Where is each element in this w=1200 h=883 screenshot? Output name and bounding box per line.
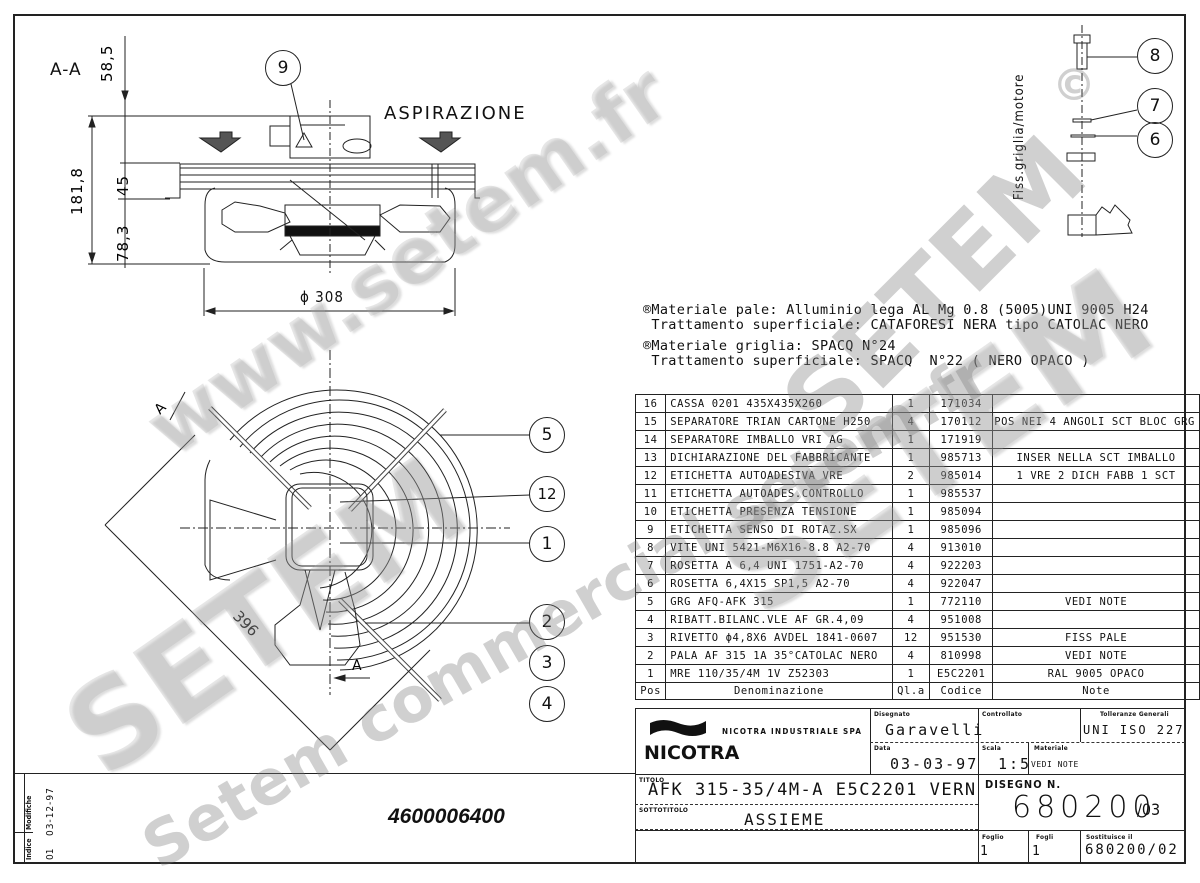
detail-label: Fiss.griglia/motore: [1012, 73, 1027, 200]
svg-text:396: 396: [229, 607, 262, 640]
material-value: VEDI NOTE: [1031, 760, 1079, 769]
balloon-2: 2: [529, 604, 565, 640]
drawing-revision: /03: [1137, 800, 1161, 819]
balloon-1: 1: [529, 526, 565, 562]
svg-text:A: A: [352, 658, 362, 674]
balloon-5: 5: [529, 417, 565, 453]
airflow-label: ASPIRAZIONE: [384, 103, 527, 124]
sheets-value: 1: [1032, 844, 1042, 859]
note-blade-material: ®Materiale pale: Alluminio lega AL Mg 0.…: [643, 302, 1149, 318]
drawn-by-value: Garavelli: [885, 721, 985, 739]
header-qta: Ql.a: [891, 682, 931, 700]
note-blade-treatment: Trattamento superficiale: CATAFORESI NER…: [643, 317, 1149, 333]
balloon-6: 6: [1137, 122, 1173, 158]
header-note: Note: [992, 682, 1200, 700]
header-pos: Pos: [634, 682, 667, 700]
drawing-number-label: DISEGNO N.: [985, 778, 1062, 791]
fixing-detail-drawing: [1066, 25, 1138, 237]
balloon-8: 8: [1137, 38, 1173, 74]
svg-text:181,8: 181,8: [68, 167, 86, 215]
date-value: 03-03-97: [890, 755, 979, 773]
front-view-drawing: 396 A A: [104, 350, 531, 751]
material-label: Materiale: [1034, 744, 1069, 752]
index-value: 01: [45, 848, 56, 860]
scale-value: 1:5: [998, 755, 1032, 773]
section-view-drawing: 58,5 181,8 45 78,3: [68, 36, 480, 316]
scale-label: Scala: [982, 744, 1002, 752]
title-block: [635, 708, 1185, 864]
balloon-7: 7: [1137, 88, 1173, 124]
nicotra-logo-icon: [650, 720, 706, 736]
svg-text:58,5: 58,5: [98, 45, 116, 82]
subtitle-label: SOTTOTITOLO: [639, 806, 689, 814]
tolerances-label: Tolleranze Generali: [1100, 710, 1169, 718]
balloon-12: 12: [529, 476, 565, 512]
table-header-row: Pos Denominazione Ql.a Codice Note: [634, 682, 1200, 700]
title-label: TITOLO: [639, 776, 665, 784]
drawing-title: AFK 315-35/4M-A E5C2201 VERN: [648, 780, 977, 800]
balloon-9: 9: [265, 50, 301, 86]
svg-text:45: 45: [114, 175, 132, 196]
supersedes-value: 680200/02: [1085, 842, 1179, 858]
svg-text:A: A: [152, 399, 170, 417]
index-label: Indice: [25, 838, 33, 861]
sheet-value: 1: [980, 844, 990, 859]
header-denominazione: Denominazione: [665, 682, 893, 700]
modifications-date: 03-12-97: [45, 787, 56, 836]
company-name: NICOTRA INDUSTRIALE SPA: [722, 727, 863, 736]
balloon-4: 4: [529, 686, 565, 722]
note-grille-treatment: Trattamento superficiale: SPACQ N°22 ( N…: [643, 353, 1090, 369]
logo-text: NICOTRA: [644, 742, 740, 764]
svg-text:78,3: 78,3: [114, 225, 132, 262]
supersedes-label: Sostituisce il: [1086, 833, 1133, 841]
checked-by-label: Controllato: [982, 710, 1023, 718]
header-codice: Codice: [929, 682, 994, 700]
article-code: 4600006400: [388, 805, 505, 828]
date-label: Data: [874, 744, 891, 752]
diameter-dimension: ϕ 308: [300, 288, 344, 306]
modifications-label: Modifiche: [25, 795, 33, 830]
drawing-subtitle: ASSIEME: [744, 810, 826, 829]
drawn-by-label: Disegnato: [874, 710, 911, 718]
section-label: A-A: [50, 60, 82, 80]
note-grille-material: ®Materiale griglia: SPACQ N°24: [643, 338, 896, 354]
balloon-3: 3: [529, 645, 565, 681]
drawing-number: 680200: [1012, 790, 1157, 825]
tolerances-value: UNI ISO 22768/v: [1083, 723, 1184, 737]
sheet-label: Foglio: [982, 833, 1004, 841]
sheets-label: Fogli: [1036, 833, 1054, 841]
